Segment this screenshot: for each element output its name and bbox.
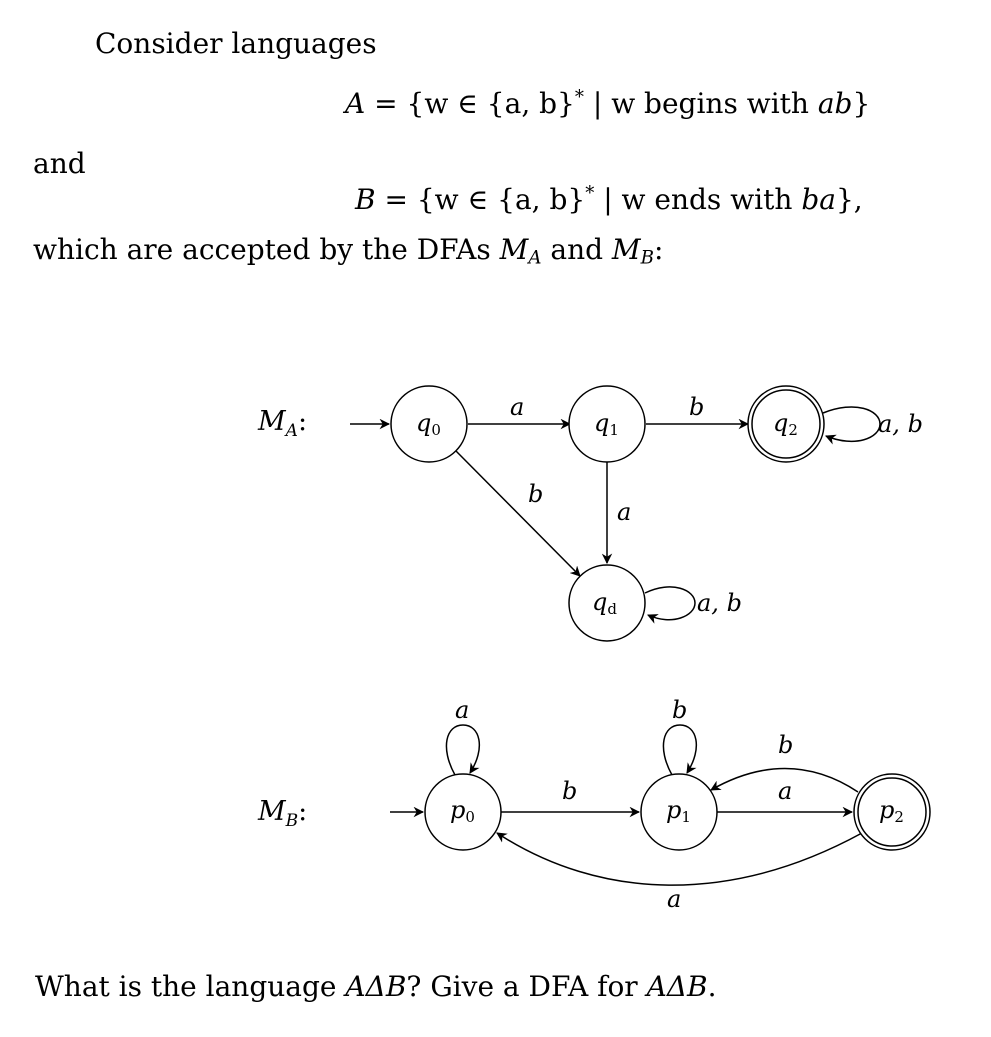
and-text: and	[33, 147, 86, 180]
edge-p2-p0	[496, 832, 863, 886]
loop-q2-label: a, b	[878, 410, 923, 438]
dfa-a-label: MA:	[257, 406, 307, 441]
edge-p2-p0-label: a	[667, 885, 681, 913]
loop-qd	[644, 586, 696, 624]
state-q1: q1	[568, 385, 646, 463]
svg-text:p2: p2	[879, 796, 904, 826]
svg-text:qd: qd	[592, 588, 617, 618]
edge-q0-q1-label: a	[510, 393, 524, 421]
svg-text:q2: q2	[773, 409, 798, 439]
language-b-definition: B = {w ∈ {a, b}* | w ends with ba},	[355, 183, 863, 216]
state-p0: p0	[424, 773, 502, 851]
dfa-b: MB: a b b a b a p0 p1 p2	[257, 696, 931, 913]
edge-p2-p1	[710, 767, 859, 793]
state-q0: q0	[390, 385, 468, 463]
loop-p1	[662, 724, 698, 776]
accepted-by-text: which are accepted by the DFAs MA and MB…	[33, 233, 664, 269]
state-q2: q2	[747, 385, 825, 463]
edge-p2-p1-label: b	[778, 731, 793, 759]
edge-q1-qd-label: a	[617, 498, 631, 526]
question-text: What is the language AΔB? Give a DFA for…	[35, 970, 717, 1003]
loop-qd-label: a, b	[697, 589, 742, 617]
svg-text:q0: q0	[416, 409, 441, 439]
loop-q2	[822, 406, 881, 445]
edge-p0-p1-label: b	[562, 777, 577, 805]
language-a-definition: A = {w ∈ {a, b}* | w begins with ab}	[345, 87, 871, 120]
edge-p1-p2-label: a	[778, 777, 792, 805]
loop-p0	[445, 724, 481, 776]
svg-text:q1: q1	[594, 409, 619, 439]
intro-text: Consider languages	[95, 27, 377, 60]
loop-p1-label: b	[672, 696, 687, 724]
edge-q0-qd	[455, 450, 581, 577]
loop-p0-label: a	[455, 696, 469, 724]
state-p1: p1	[640, 773, 718, 851]
state-p2: p2	[853, 773, 931, 851]
state-qd: qd	[568, 564, 646, 642]
dfa-b-label: MB:	[257, 796, 307, 831]
svg-text:p1: p1	[666, 796, 691, 826]
dfa-a: MA: a b b a a, b a, b q0 q1 q2	[257, 385, 923, 642]
edge-q0-qd-label: b	[528, 480, 543, 508]
svg-text:p0: p0	[450, 796, 475, 826]
edge-q1-q2-label: b	[689, 393, 704, 421]
